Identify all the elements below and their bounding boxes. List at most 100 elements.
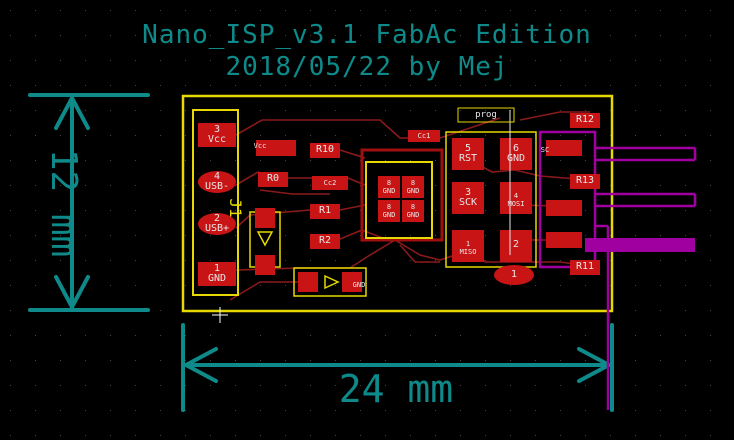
grid-dot <box>685 260 686 261</box>
isp-header[interactable] <box>445 110 537 268</box>
grid-dot <box>310 410 311 411</box>
grid-dot <box>710 85 711 86</box>
grid-dot <box>335 285 336 286</box>
grid-dot <box>135 35 136 36</box>
height-dimension <box>28 93 150 312</box>
j1-pad-1 <box>198 262 236 286</box>
grid-dot <box>360 35 361 36</box>
grid-dot <box>510 435 511 436</box>
mcu-chip[interactable] <box>360 148 444 242</box>
j1-pad-2 <box>198 213 236 235</box>
grid-dot <box>435 85 436 86</box>
grid-dot <box>10 35 11 36</box>
grid-dot <box>160 85 161 86</box>
grid-dot <box>435 285 436 286</box>
grid-dot <box>85 210 86 211</box>
grid-dot <box>535 360 536 361</box>
grid-dot <box>160 410 161 411</box>
grid-dot <box>185 60 186 61</box>
grid-dot <box>435 185 436 186</box>
grid-dot <box>710 185 711 186</box>
grid-dot <box>185 435 186 436</box>
leds[interactable] <box>249 140 582 297</box>
grid-dot <box>310 35 311 36</box>
grid-dot <box>185 85 186 86</box>
grid-dot <box>10 310 11 311</box>
grid-dot <box>435 210 436 211</box>
grid-dot <box>660 110 661 111</box>
grid-dot <box>510 335 511 336</box>
grid-dot <box>285 260 286 261</box>
grid-dot <box>260 435 261 436</box>
grid-dot <box>635 385 636 386</box>
grid-dot <box>35 160 36 161</box>
grid-dot <box>210 435 211 436</box>
pad-one[interactable] <box>494 265 534 285</box>
grid-dot <box>535 85 536 86</box>
r2-label: R2 <box>318 235 332 246</box>
resistors[interactable] <box>258 113 600 275</box>
grid-dot <box>10 360 11 361</box>
height-dimension-label: 12 mm <box>43 149 84 257</box>
chip-pad-label-4: 8 GND <box>406 203 420 219</box>
grid-dot <box>185 135 186 136</box>
grid-dot <box>635 435 636 436</box>
grid-dot <box>585 410 586 411</box>
grid-dot <box>385 235 386 236</box>
grid-dot <box>635 260 636 261</box>
sc-label: SC <box>540 146 550 154</box>
grid-dot <box>385 260 386 261</box>
grid-dot <box>360 360 361 361</box>
grid-dot <box>635 310 636 311</box>
grid-dot <box>385 135 386 136</box>
grid-dot <box>35 135 36 136</box>
grid-dot <box>235 335 236 336</box>
grid-dot <box>160 160 161 161</box>
grid-dot <box>35 110 36 111</box>
grid-dot <box>310 160 311 161</box>
grid-dot <box>660 385 661 386</box>
grid-dot <box>585 335 586 336</box>
grid-dot <box>435 160 436 161</box>
grid-dot <box>510 60 511 61</box>
grid-dot <box>710 360 711 361</box>
grid-dot <box>460 85 461 86</box>
grid-dot <box>135 10 136 11</box>
grid-dot <box>485 210 486 211</box>
grid-dot <box>60 410 61 411</box>
board-outline <box>181 94 614 313</box>
grid-dot <box>85 85 86 86</box>
grid-dot <box>710 35 711 36</box>
j1-connector[interactable]: J1 <box>192 109 245 296</box>
grid-dot <box>660 435 661 436</box>
grid-dot <box>85 160 86 161</box>
grid-dot <box>360 110 361 111</box>
grid-dot <box>460 10 461 11</box>
grid-dot <box>660 410 661 411</box>
grid-dot <box>310 60 311 61</box>
grid-dot <box>610 60 611 61</box>
grid-dot <box>685 10 686 11</box>
grid-dot <box>660 85 661 86</box>
grid-dot <box>35 360 36 361</box>
gnd-label: GND <box>352 281 366 289</box>
grid-dot <box>210 35 211 36</box>
grid-dot <box>610 110 611 111</box>
capacitors[interactable] <box>312 130 440 190</box>
grid-dot <box>285 410 286 411</box>
grid-dot <box>685 385 686 386</box>
grid-dot <box>535 410 536 411</box>
grid-dot <box>185 335 186 336</box>
grid-dot <box>360 385 361 386</box>
grid-dot <box>460 110 461 111</box>
grid-dot <box>10 385 11 386</box>
grid-dot <box>160 60 161 61</box>
grid-dot <box>485 110 486 111</box>
grid-dot <box>410 85 411 86</box>
grid-dot <box>560 360 561 361</box>
grid-dot <box>660 185 661 186</box>
